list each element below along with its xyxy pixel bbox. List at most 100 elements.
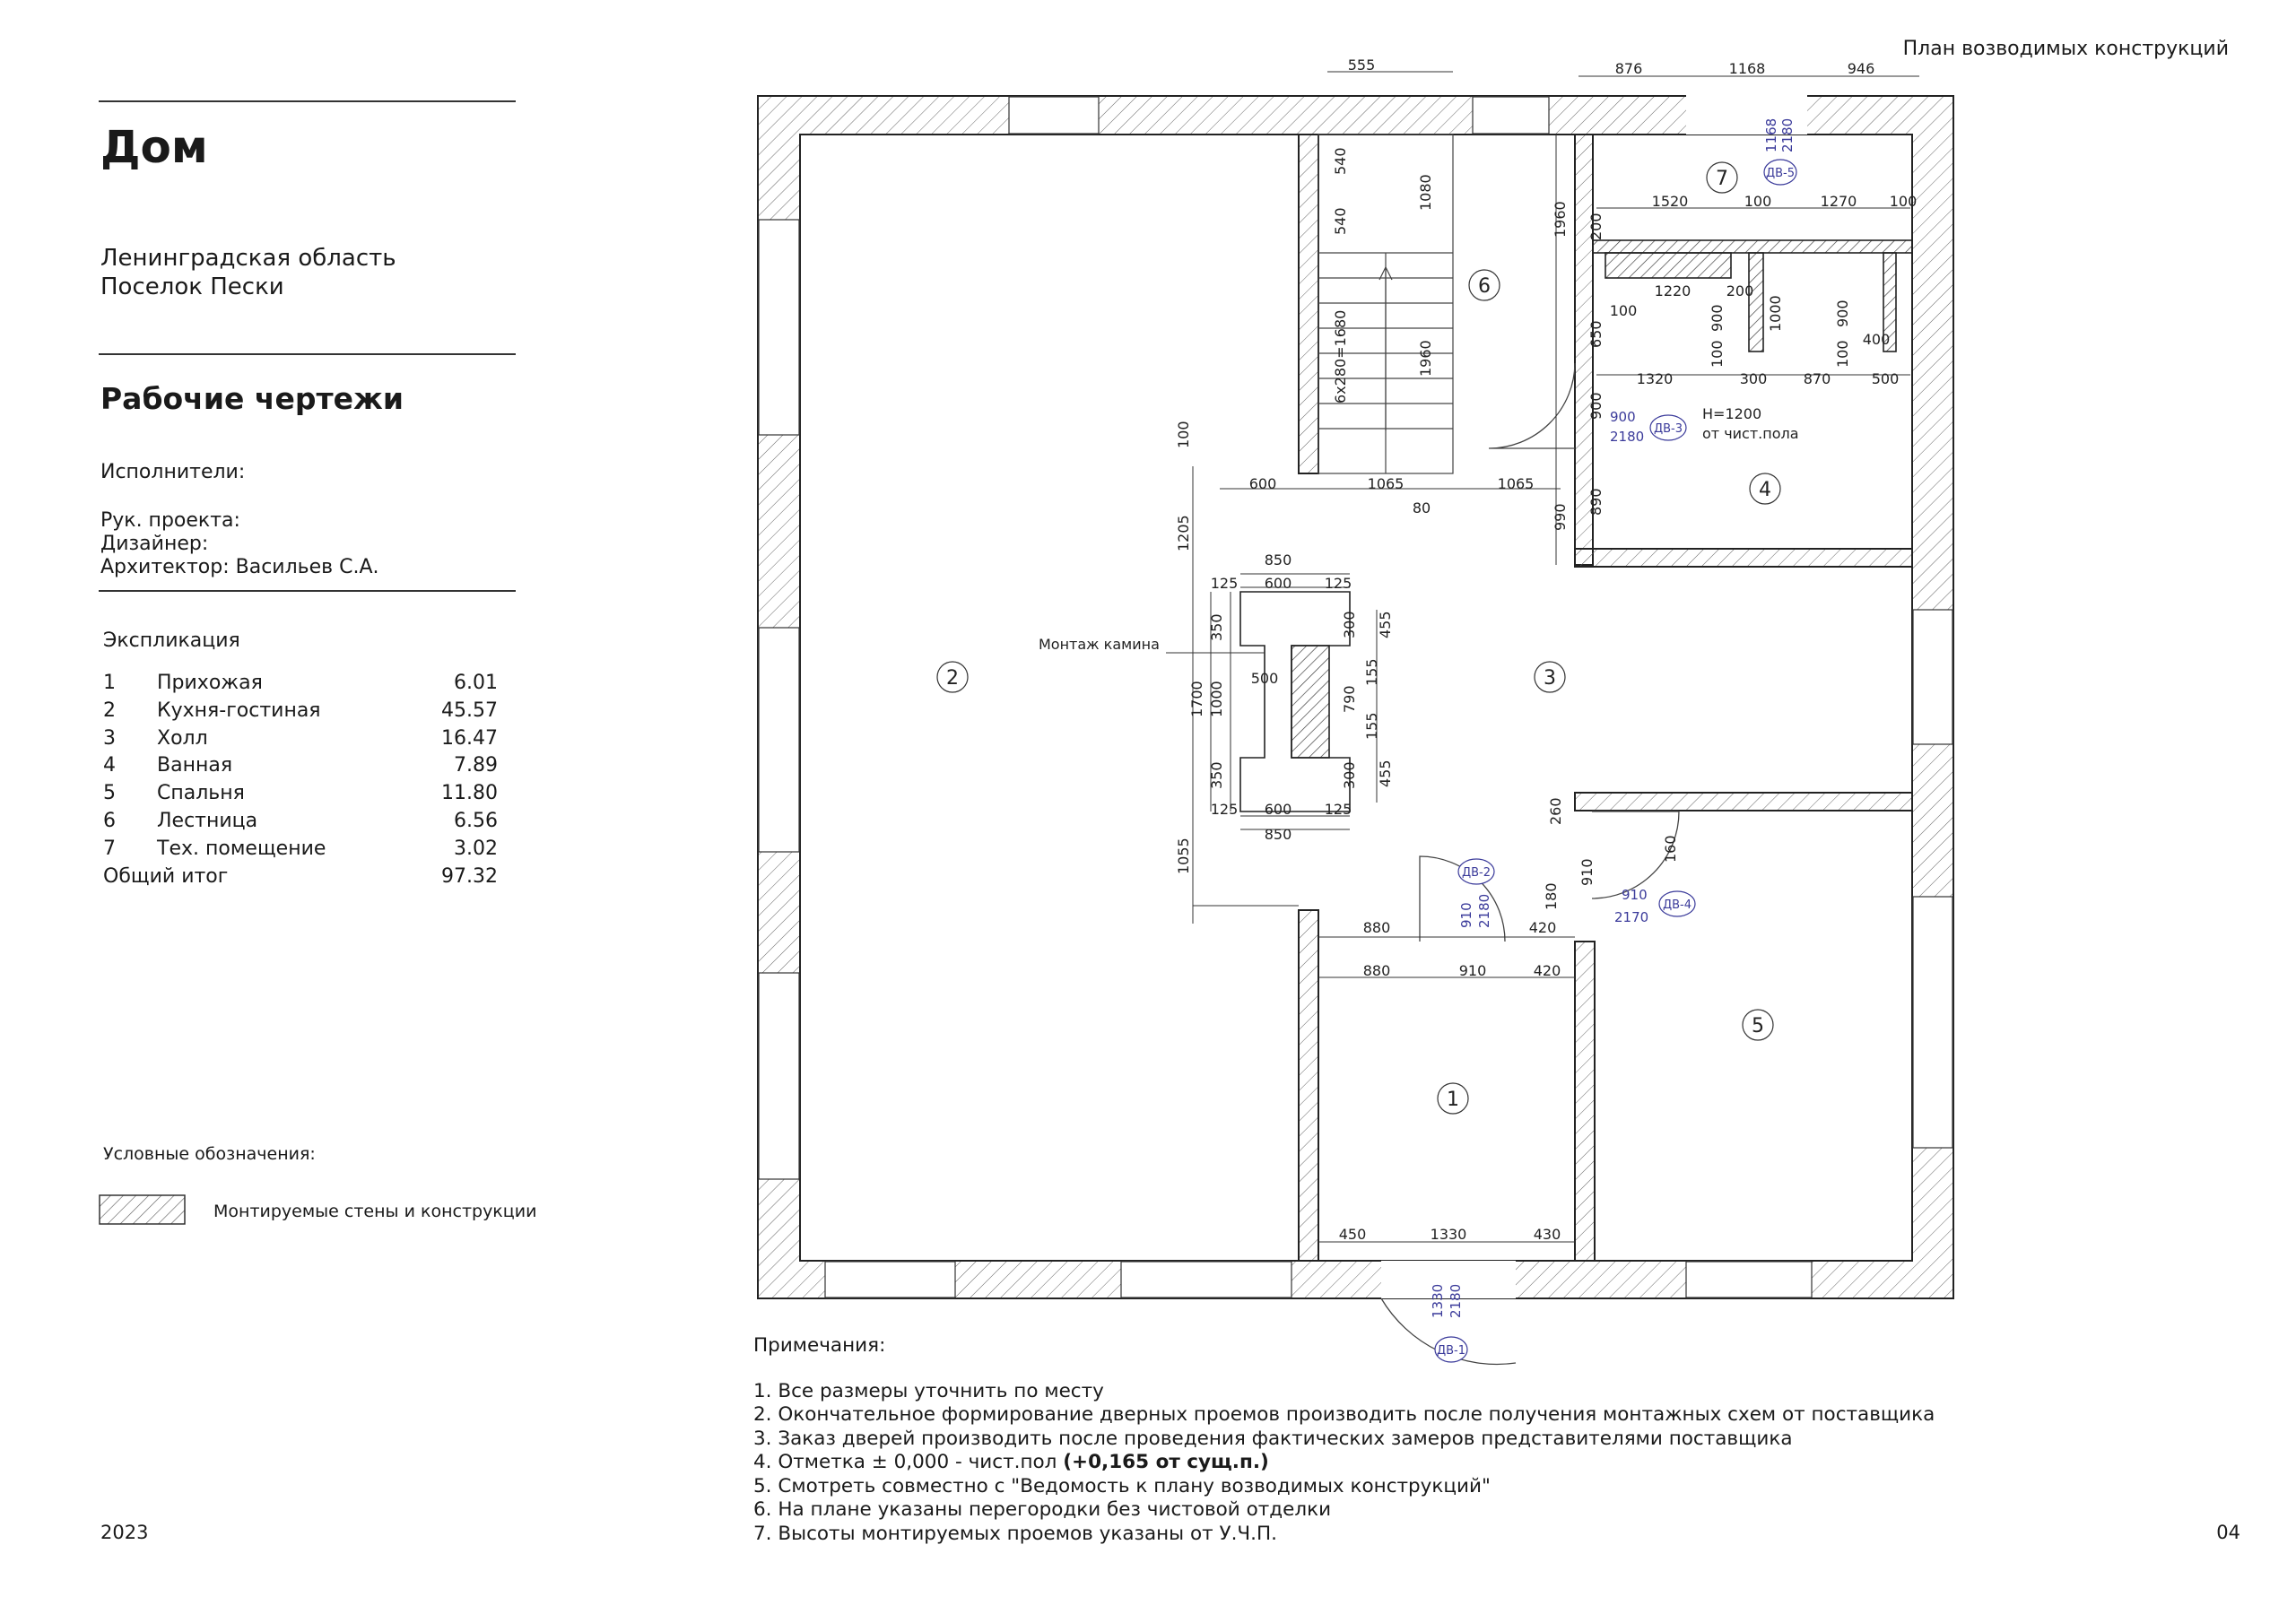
dim-100-d: 100 — [1709, 340, 1726, 368]
window-right-2 — [1912, 896, 1953, 1149]
room-num: 6 — [103, 809, 116, 832]
dim-1080: 1080 — [1417, 174, 1434, 211]
room-num: 5 — [103, 782, 116, 805]
dim-880-a: 880 — [1363, 919, 1391, 936]
room-num: 2 — [103, 699, 116, 722]
dim-300-b: 300 — [1341, 761, 1358, 789]
wall-outer-shell — [757, 95, 1954, 1299]
location-region: Ленинградская область — [100, 245, 396, 272]
dim-300: 300 — [1740, 370, 1768, 387]
dim-200-b: 200 — [1726, 282, 1754, 299]
sheet-year: 2023 — [100, 1522, 149, 1543]
dimension-entry-top — [1318, 936, 1575, 978]
door-tag-dv3 — [1649, 414, 1687, 441]
fireplace-core — [1291, 645, 1330, 759]
role-project-lead: Рук. проекта: — [100, 509, 240, 532]
room-marker-4 — [1749, 473, 1781, 505]
legend-label: Монтируемые стены и конструкции — [213, 1202, 537, 1221]
dim-1205: 1205 — [1175, 515, 1192, 551]
dim-125-a: 125 — [1211, 575, 1239, 592]
dim-1065-a: 1065 — [1368, 475, 1405, 492]
dim-946: 946 — [1848, 60, 1875, 77]
door-tag-texts: ДВ-1 ДВ-2 ДВ-3 ДВ-4 ДВ-5 — [1437, 167, 1795, 1358]
dimension-hall-left — [1192, 466, 1299, 924]
door-tag-dv1 — [1434, 1336, 1468, 1363]
wall-bedroom-top — [1574, 792, 1913, 812]
room-marker-6 — [1468, 269, 1500, 301]
dim-100-f: 100 — [1175, 421, 1192, 448]
room-name: Кухня-гостиная — [157, 699, 321, 722]
dimension-fireplace-height — [1210, 592, 1378, 812]
sill-reference-label: от чист.пола — [1702, 425, 1799, 442]
room-name: Прихожая — [157, 672, 263, 694]
dim-850-a: 850 — [1265, 551, 1292, 568]
window-left-1 — [758, 219, 800, 436]
role-architect: Архитектор: Васильев С.А. — [100, 556, 379, 578]
door-tag-dv3-label: ДВ-3 — [1654, 422, 1683, 436]
dimension-texts-vertical: 200 650 900 1000 900 100 100 900 890 990… — [1175, 147, 1851, 910]
dim-400: 400 — [1863, 331, 1891, 348]
room-marker-3 — [1534, 661, 1566, 693]
dimension-texts: 555 876 1168 946 1520 100 1270 100 1220 … — [1211, 56, 1918, 1243]
divider-middle — [99, 353, 516, 355]
dim-1320: 1320 — [1637, 370, 1674, 387]
dim-420-b: 420 — [1534, 962, 1561, 979]
dim-350-b: 350 — [1208, 761, 1225, 789]
dim-900-c: 900 — [1587, 392, 1605, 420]
door-tag-dv5 — [1763, 159, 1797, 186]
project-title: Дом — [100, 121, 208, 173]
dim-430: 430 — [1534, 1226, 1561, 1243]
door-tag-dv4-label: ДВ-4 — [1663, 898, 1692, 912]
door-tag-dv1-label: ДВ-1 — [1437, 1344, 1465, 1358]
legend-title: Условные обозначения: — [103, 1144, 316, 1164]
door-dv3-height: 2180 — [1610, 429, 1644, 445]
wall-stair-left — [1298, 134, 1319, 474]
dimension-lines — [1166, 71, 1919, 1243]
door-tag-dv4 — [1658, 890, 1696, 917]
room-number-4: 4 — [1759, 479, 1771, 501]
notes-block: Примечания: 1. Все размеры уточнить по м… — [753, 1334, 2206, 1546]
dim-300-a: 300 — [1341, 611, 1358, 638]
dim-455-a: 455 — [1377, 611, 1394, 638]
fireplace-label: Монтаж камина — [1039, 636, 1160, 653]
dim-125-d: 125 — [1325, 801, 1352, 818]
wall-entry-right — [1574, 941, 1596, 1262]
note-3: 3. Заказ дверей производить после провед… — [753, 1427, 1793, 1450]
dim-910-b: 910 — [1459, 962, 1487, 979]
room-number-5: 5 — [1752, 1015, 1764, 1037]
dim-1220: 1220 — [1655, 282, 1692, 299]
dim-125-c: 125 — [1211, 801, 1239, 818]
legend-hatch-swatch — [99, 1194, 186, 1225]
dim-880-b: 880 — [1363, 962, 1391, 979]
dim-910-a: 910 — [1578, 858, 1596, 886]
dim-420-a: 420 — [1529, 919, 1557, 936]
door-dv4-width: 910 — [1622, 887, 1648, 903]
tech-room-opening — [1686, 95, 1807, 135]
door-dv5-width: 1168 — [1763, 118, 1779, 152]
page-number: 04 — [2216, 1522, 2240, 1543]
room-number-3: 3 — [1544, 667, 1556, 690]
sill-height-label: Н=1200 — [1702, 405, 1761, 422]
stair — [1318, 134, 1454, 474]
entrance-opening — [1381, 1261, 1516, 1298]
dim-890: 890 — [1587, 488, 1605, 516]
dim-100-b: 100 — [1890, 193, 1918, 210]
dim-540-b: 540 — [1332, 207, 1349, 235]
door-dv3-width: 900 — [1610, 409, 1636, 425]
note-6: 6. На плане указаны перегородки без чист… — [753, 1498, 1332, 1521]
door-tag-dv2 — [1457, 858, 1495, 885]
dim-155-b: 155 — [1363, 712, 1380, 740]
exterior-walls — [757, 95, 1954, 1299]
fireplace-frame — [1239, 591, 1351, 812]
room-name: Тех. помещение — [157, 837, 326, 860]
dimension-fireplace-bottom — [1240, 815, 1350, 830]
dim-1055: 1055 — [1175, 838, 1192, 874]
